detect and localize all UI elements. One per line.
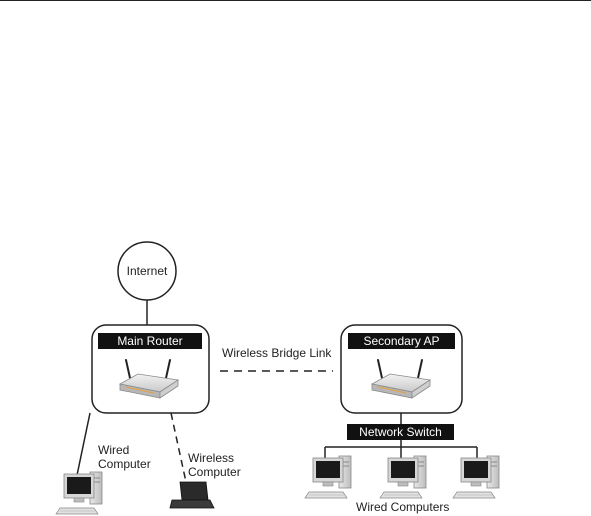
wired-computer-label: Wired Computer (98, 443, 151, 471)
desktop-computer-icon (305, 456, 351, 498)
desktop-computer-icon (56, 472, 102, 514)
wired-computer-line (76, 413, 90, 480)
wireless-computer-label: Wireless Computer (188, 451, 241, 479)
main-router-banner: Main Router (98, 333, 202, 349)
desktop-computer-icon (380, 456, 426, 498)
laptop-icon (170, 482, 214, 508)
network-switch-banner: Network Switch (347, 424, 454, 440)
secondary-ap-banner: Secondary AP (348, 333, 455, 349)
wired-computers-label: Wired Computers (356, 500, 449, 514)
wireless-bridge-label: Wireless Bridge Link (222, 346, 331, 360)
internet-label: Internet (118, 264, 176, 278)
wireless-computer-line (171, 413, 186, 482)
desktop-computer-icon (453, 456, 499, 498)
